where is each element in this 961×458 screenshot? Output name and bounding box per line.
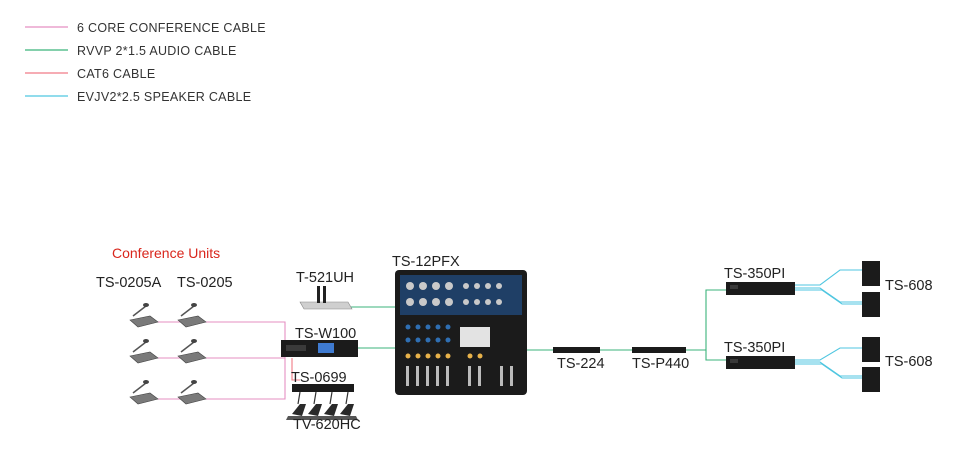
legend-item-speaker-cable: EVJV2*2.5 SPEAKER CABLE	[25, 90, 251, 104]
tv620hc-device	[286, 404, 358, 420]
legend-label: 6 CORE CONFERENCE CABLE	[77, 21, 266, 35]
conference-unit	[177, 339, 207, 364]
legend-item-conference-cable: 6 CORE CONFERENCE CABLE	[25, 21, 266, 35]
audio-cable	[350, 289, 726, 361]
tsp440-device	[632, 347, 686, 353]
cat6-cable	[291, 358, 300, 381]
ts608-bottom-speakers	[862, 337, 880, 392]
legend-item-cat6-cable: CAT6 CABLE	[25, 67, 156, 81]
conference-units-title: Conference Units	[112, 245, 220, 261]
t521uh-label: T-521UH	[296, 270, 354, 286]
ts608-top-speakers	[862, 261, 880, 317]
ts224-label: TS-224	[557, 356, 605, 372]
ts608-top-label: TS-608	[885, 278, 933, 294]
ts350pi-top-label: TS-350PI	[724, 266, 785, 282]
tsw100-device	[281, 340, 358, 357]
tv620hc-label: TV-620HC	[293, 417, 361, 433]
ts0699-device	[292, 384, 354, 405]
t521uh-receiver	[299, 286, 353, 310]
ts0205a-label: TS-0205A	[96, 275, 162, 291]
ts224-device	[553, 347, 600, 353]
legend-label: EVJV2*2.5 SPEAKER CABLE	[77, 90, 251, 104]
ts0205-label: TS-0205	[177, 275, 233, 291]
conference-unit	[129, 380, 159, 405]
ts12pfx-mixer	[395, 270, 527, 395]
conference-units	[129, 303, 207, 405]
tsp440-label: TS-P440	[632, 356, 689, 372]
conference-cable	[150, 321, 286, 400]
legend-label: RVVP 2*1.5 AUDIO CABLE	[77, 44, 237, 58]
ts350pi-top-amplifier	[726, 282, 795, 295]
conference-unit	[177, 303, 207, 328]
ts350pi-bottom-label: TS-350PI	[724, 340, 785, 356]
legend-item-audio-cable: RVVP 2*1.5 AUDIO CABLE	[25, 44, 237, 58]
tsw100-label: TS-W100	[295, 326, 356, 342]
conference-unit	[177, 380, 207, 405]
conference-unit	[129, 303, 159, 328]
legend: 6 CORE CONFERENCE CABLE RVVP 2*1.5 AUDIO…	[25, 21, 266, 104]
legend-label: CAT6 CABLE	[77, 67, 156, 81]
speaker-cable	[795, 269, 862, 379]
ts608-bottom-label: TS-608	[885, 354, 933, 370]
ts0699-label: TS-0699	[291, 370, 347, 386]
ts350pi-bottom-amplifier	[726, 356, 795, 369]
conference-unit	[129, 339, 159, 364]
ts12pfx-label: TS-12PFX	[392, 254, 460, 270]
